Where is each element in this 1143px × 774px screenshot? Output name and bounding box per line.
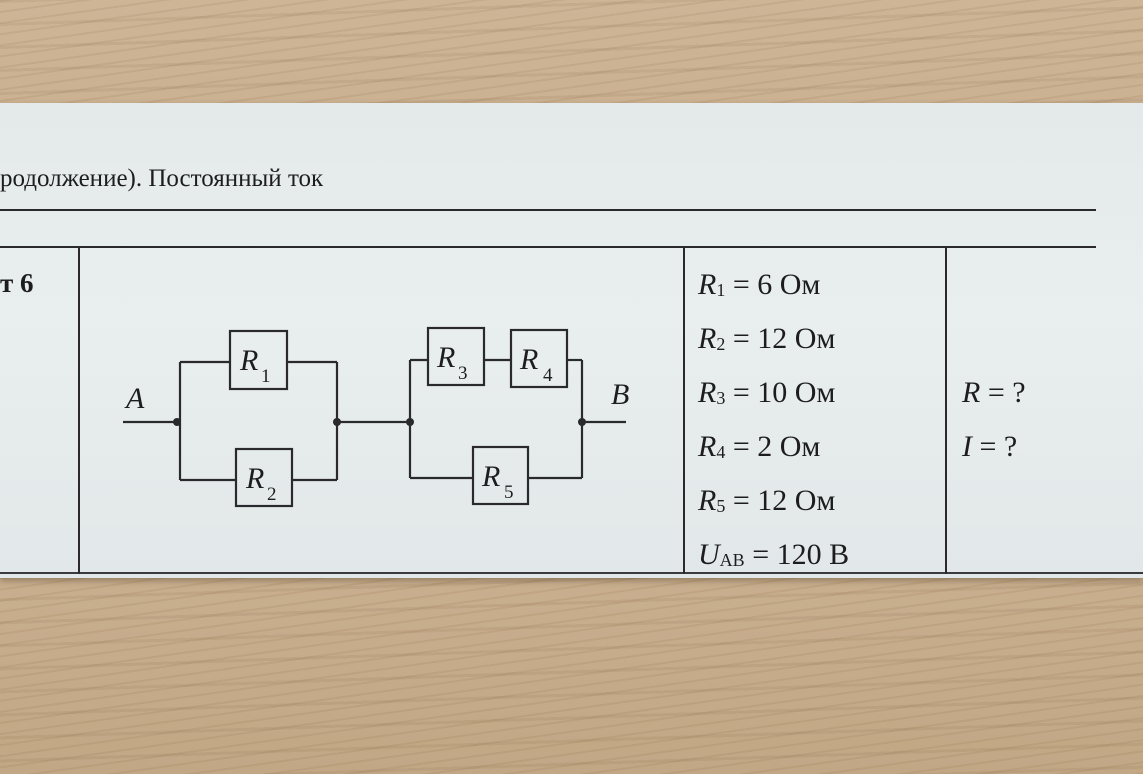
node-a-label: A: [124, 382, 145, 415]
variant-label: т 6: [0, 268, 34, 299]
given-r1: R1 = 6 Ом: [698, 270, 820, 300]
given-r4: R4 = 2 Ом: [698, 432, 820, 462]
given-uab-value: = 120 В: [744, 538, 850, 571]
variant-text: т 6: [0, 268, 34, 298]
column-divider-3: [945, 246, 947, 574]
resistor-r1-index: 1: [261, 366, 271, 387]
junction-left-in: [173, 418, 181, 426]
given-r5-symbol: R: [698, 484, 717, 517]
resistor-r1-box: [228, 329, 289, 391]
table-top-border: [0, 246, 1096, 248]
resistor-r3-index: 3: [458, 363, 468, 384]
given-r4-sub: 4: [716, 442, 726, 462]
section-header: родолжение). Постоянный ток: [0, 165, 323, 193]
paper-sheet: [0, 103, 1143, 578]
given-r2-value: = 12 Ом: [725, 322, 836, 355]
given-uab-sub: AB: [719, 550, 745, 570]
given-r5-value: = 12 Ом: [725, 484, 836, 517]
resistor-r3-box: [426, 326, 486, 387]
find-current: I = ?: [962, 432, 1017, 462]
resistor-r5-box: [471, 445, 530, 506]
resistor-r3-letter: R: [436, 341, 455, 374]
given-r1-value: = 6 Ом: [725, 268, 821, 301]
section-header-text: родолжение). Постоянный ток: [0, 165, 324, 192]
column-divider-1: [78, 246, 80, 574]
given-r2-symbol: R: [698, 322, 717, 355]
given-uab-symbol: U: [698, 538, 720, 571]
column-divider-2: [683, 246, 685, 574]
node-b-label: B: [611, 378, 629, 411]
find-current-symbol: I: [962, 430, 972, 463]
resistor-r4-index: 4: [543, 365, 553, 386]
header-underline: [0, 209, 1096, 211]
junction-right-out: [578, 418, 586, 426]
junction-right-in: [406, 418, 414, 426]
given-r1-sub: 1: [716, 280, 726, 300]
given-r2: R2 = 12 Ом: [698, 324, 835, 354]
resistor-r5-index: 5: [504, 482, 514, 503]
resistor-r2-box: [234, 447, 294, 508]
resistor-r2-index: 2: [267, 484, 277, 505]
given-r1-symbol: R: [698, 268, 717, 301]
resistor-r1-letter: R: [239, 344, 258, 377]
given-r4-symbol: R: [698, 430, 717, 463]
table-bottom-border: [0, 572, 1143, 574]
given-r4-value: = 2 Ом: [725, 430, 821, 463]
resistor-r5-letter: R: [481, 460, 500, 493]
given-r3-value: = 10 Ом: [725, 376, 836, 409]
given-r5: R5 = 12 Ом: [698, 486, 835, 516]
given-r5-sub: 5: [716, 496, 726, 516]
resistor-r4-box: [509, 328, 569, 389]
find-current-value: = ?: [972, 430, 1018, 463]
resistor-r2-letter: R: [245, 462, 264, 495]
resistor-r4-letter: R: [519, 343, 538, 376]
junction-left-out: [333, 418, 341, 426]
given-r2-sub: 2: [716, 334, 726, 354]
given-r3: R3 = 10 Ом: [698, 378, 835, 408]
given-uab: UAB = 120 В: [698, 540, 849, 570]
given-r3-sub: 3: [716, 388, 726, 408]
find-resistance: R = ?: [962, 378, 1026, 408]
find-resistance-value: = ?: [980, 376, 1026, 409]
find-resistance-symbol: R: [962, 376, 981, 409]
given-r3-symbol: R: [698, 376, 717, 409]
